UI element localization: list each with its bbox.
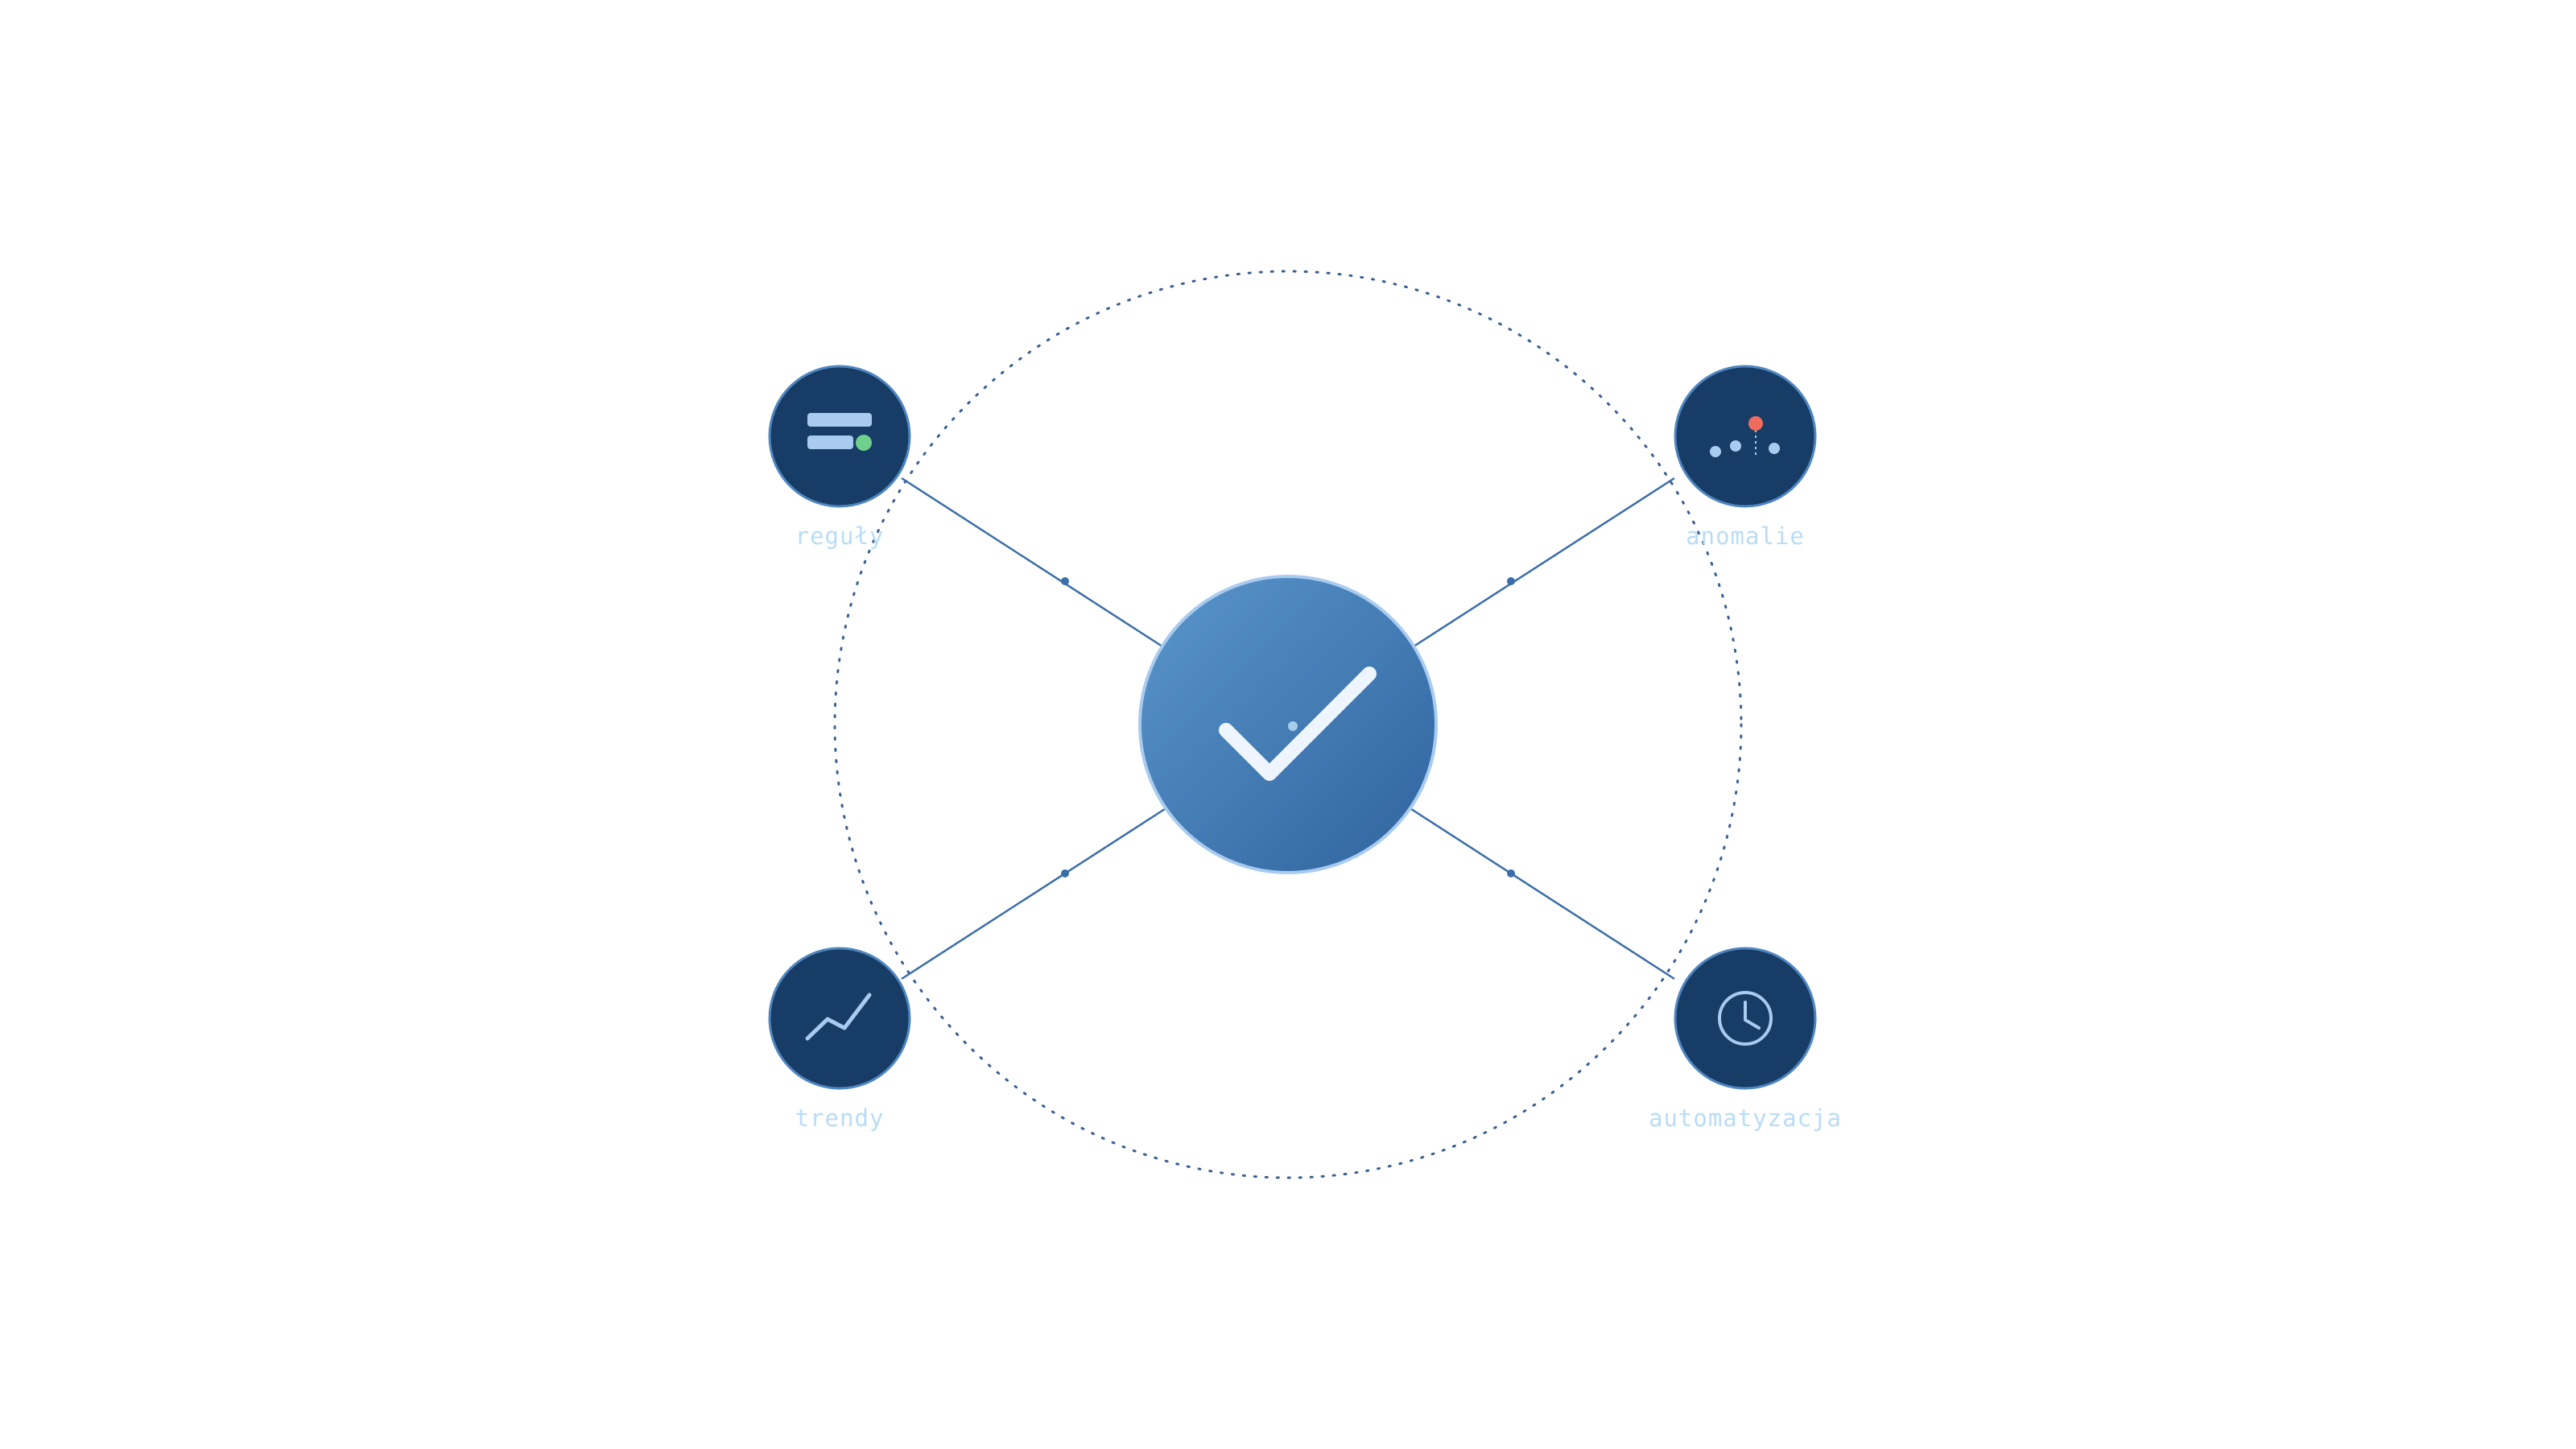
connector-midpoint-dot <box>1061 869 1069 877</box>
center-circle <box>1138 575 1438 874</box>
node-trends-circle <box>768 947 911 1090</box>
anomaly-scatter-icon <box>1710 416 1780 457</box>
node-rules[interactable]: reguły <box>768 365 911 550</box>
connector-midpoint-dot <box>1507 869 1515 877</box>
node-anomalies-label: anomalie <box>1686 522 1805 550</box>
connector-midpoint-dot <box>1507 577 1515 585</box>
node-anomalies[interactable]: anomalie <box>1674 365 1817 550</box>
center-hub <box>1138 575 1438 874</box>
node-anomalies-circle <box>1674 365 1817 508</box>
node-trends-label: trendy <box>795 1104 885 1132</box>
connector-rules <box>901 477 1166 650</box>
node-automation-label: automatyzacja <box>1649 1104 1842 1132</box>
node-automation[interactable]: automatyzacja <box>1649 947 1842 1132</box>
orbit-ring <box>833 270 1743 1179</box>
center-dot <box>1288 721 1298 731</box>
clock-icon <box>1718 991 1773 1046</box>
trend-line-icon <box>805 993 872 1041</box>
connectors <box>901 477 1675 980</box>
checkmark-icon <box>1219 667 1377 781</box>
connector-anomalies <box>1410 477 1675 650</box>
node-trends[interactable]: trendy <box>768 947 911 1132</box>
rules-list-icon <box>807 413 872 451</box>
node-rules-label: reguły <box>795 522 885 550</box>
connector-trends <box>901 807 1166 980</box>
connector-automation <box>1410 807 1675 980</box>
connector-midpoint-dot <box>1061 577 1069 585</box>
